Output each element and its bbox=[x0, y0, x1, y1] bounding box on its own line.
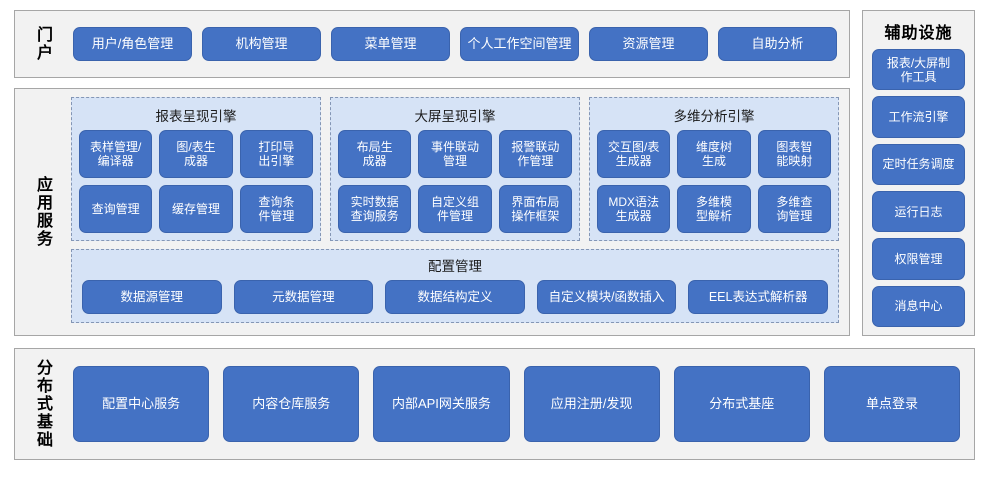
engine-item-chart-smart-mapping[interactable]: 图表智 能映射 bbox=[757, 130, 831, 178]
base-item-app-registration-discovery[interactable]: 应用注册/发现 bbox=[523, 366, 660, 442]
aux-item-scheduled-task-scheduling[interactable]: 定时任务调度 bbox=[872, 143, 965, 185]
base-item-single-sign-on[interactable]: 单点登录 bbox=[823, 366, 961, 442]
engine-item-custom-component-management[interactable]: 自定义组 件管理 bbox=[418, 185, 492, 233]
engine-item-cache-management[interactable]: 缓存管理 bbox=[159, 185, 233, 233]
engines-row: 报表呈现引擎 表样管理/ 编译器 图/表生 成器 打印导 出引擎 查询管理 缓存… bbox=[71, 97, 839, 241]
aux-item-workflow-engine[interactable]: 工作流引擎 bbox=[872, 96, 965, 138]
aux-item-message-center[interactable]: 消息中心 bbox=[872, 285, 965, 327]
portal-item-user-role-management[interactable]: 用户/角色管理 bbox=[73, 27, 192, 61]
engine-item-alarm-linkage-action-management[interactable]: 报警联动 作管理 bbox=[498, 130, 572, 178]
portal-label-text: 门户 bbox=[33, 26, 51, 62]
distributed-base-section: 分布式基础 配置中心服务 内容仓库服务 内部API网关服务 应用注册/发现 分布… bbox=[14, 348, 975, 460]
config-item-data-structure-definition[interactable]: 数据结构定义 bbox=[385, 280, 525, 314]
portal-item-personal-workspace-management[interactable]: 个人工作空间管理 bbox=[460, 27, 579, 61]
portal-items-row: 用户/角色管理 机构管理 菜单管理 个人工作空间管理 资源管理 自助分析 bbox=[69, 11, 849, 77]
distributed-base-section-label: 分布式基础 bbox=[15, 349, 69, 459]
application-services-body: 报表呈现引擎 表样管理/ 编译器 图/表生 成器 打印导 出引擎 查询管理 缓存… bbox=[69, 89, 849, 335]
multidimensional-analysis-engine-panel: 多维分析引擎 交互图/表 生成器 维度树 生成 图表智 能映射 MDX语法 生成… bbox=[589, 97, 839, 241]
portal-section: 门户 用户/角色管理 机构管理 菜单管理 个人工作空间管理 资源管理 自助分析 bbox=[14, 10, 850, 78]
large-screen-rendering-engine-panel: 大屏呈现引擎 布局生 成器 事件联动 管理 报警联动 作管理 实时数据 查询服务… bbox=[330, 97, 580, 241]
aux-item-report-large-screen-authoring-tool[interactable]: 报表/大屏制 作工具 bbox=[872, 49, 965, 91]
engine-item-interactive-chart-table-generator[interactable]: 交互图/表 生成器 bbox=[597, 130, 671, 178]
multidimensional-analysis-engine-title: 多维分析引擎 bbox=[673, 109, 755, 124]
base-item-content-repository-service[interactable]: 内容仓库服务 bbox=[223, 366, 360, 442]
engine-item-query-management[interactable]: 查询管理 bbox=[79, 185, 153, 233]
config-item-datasource-management[interactable]: 数据源管理 bbox=[82, 280, 222, 314]
report-rendering-engine-panel: 报表呈现引擎 表样管理/ 编译器 图/表生 成器 打印导 出引擎 查询管理 缓存… bbox=[71, 97, 321, 241]
engine-item-chart-table-generator[interactable]: 图/表生 成器 bbox=[159, 130, 233, 178]
engine-item-dimension-tree-generation[interactable]: 维度树 生成 bbox=[677, 130, 751, 178]
report-rendering-engine-title: 报表呈现引擎 bbox=[155, 109, 237, 124]
aux-item-runtime-log[interactable]: 运行日志 bbox=[872, 190, 965, 233]
large-screen-rendering-engine-title: 大屏呈现引擎 bbox=[414, 109, 496, 124]
engine-item-report-template-compiler[interactable]: 表样管理/ 编译器 bbox=[79, 130, 153, 178]
portal-item-resource-management[interactable]: 资源管理 bbox=[589, 27, 708, 61]
engine-item-mdx-syntax-generator[interactable]: MDX语法 生成器 bbox=[597, 185, 671, 233]
multidimensional-analysis-engine-grid: 交互图/表 生成器 维度树 生成 图表智 能映射 MDX语法 生成器 多维模 型… bbox=[597, 130, 831, 233]
configuration-management-title: 配置管理 bbox=[428, 259, 482, 274]
configuration-management-panel: 配置管理 数据源管理 元数据管理 数据结构定义 自定义模块/函数插入 EEL表达… bbox=[71, 249, 839, 323]
application-services-section-label: 应用服务 bbox=[15, 89, 69, 335]
engine-item-realtime-data-query-service[interactable]: 实时数据 查询服务 bbox=[338, 185, 412, 233]
config-item-custom-module-function-insertion[interactable]: 自定义模块/函数插入 bbox=[536, 280, 677, 314]
portal-section-label: 门户 bbox=[15, 11, 69, 77]
application-services-label-text: 应用服务 bbox=[33, 176, 51, 248]
distributed-base-label-text: 分布式基础 bbox=[33, 359, 51, 449]
base-item-internal-api-gateway-service[interactable]: 内部API网关服务 bbox=[373, 366, 510, 442]
application-services-section: 应用服务 报表呈现引擎 表样管理/ 编译器 图/表生 成器 打印导 出引擎 查询… bbox=[14, 88, 850, 336]
base-item-config-center-service[interactable]: 配置中心服务 bbox=[73, 366, 210, 442]
config-item-metadata-management[interactable]: 元数据管理 bbox=[233, 280, 374, 314]
auxiliary-facilities-section: 辅助设施 报表/大屏制 作工具 工作流引擎 定时任务调度 运行日志 权限管理 消… bbox=[862, 10, 975, 336]
engine-item-print-export-engine[interactable]: 打印导 出引擎 bbox=[239, 130, 313, 178]
auxiliary-facilities-items: 报表/大屏制 作工具 工作流引擎 定时任务调度 运行日志 权限管理 消息中心 bbox=[872, 49, 965, 327]
portal-item-org-management[interactable]: 机构管理 bbox=[202, 27, 321, 61]
report-rendering-engine-grid: 表样管理/ 编译器 图/表生 成器 打印导 出引擎 查询管理 缓存管理 查询条 … bbox=[79, 130, 313, 233]
auxiliary-facilities-title: 辅助设施 bbox=[884, 25, 953, 42]
config-item-eel-expression-parser[interactable]: EEL表达式解析器 bbox=[688, 280, 828, 314]
base-item-distributed-foundation[interactable]: 分布式基座 bbox=[673, 366, 810, 442]
engine-item-query-condition-management[interactable]: 查询条 件管理 bbox=[239, 185, 313, 233]
portal-item-self-service-analysis[interactable]: 自助分析 bbox=[718, 27, 837, 61]
engine-item-multidimensional-model-parsing[interactable]: 多维模 型解析 bbox=[677, 185, 751, 233]
engine-item-multidimensional-query-management[interactable]: 多维查 询管理 bbox=[757, 185, 831, 233]
configuration-management-items-row: 数据源管理 元数据管理 数据结构定义 自定义模块/函数插入 EEL表达式解析器 bbox=[82, 280, 828, 314]
engine-item-event-linkage-management[interactable]: 事件联动 管理 bbox=[418, 130, 492, 178]
distributed-base-items-row: 配置中心服务 内容仓库服务 内部API网关服务 应用注册/发现 分布式基座 单点… bbox=[69, 349, 974, 459]
engine-item-layout-generator[interactable]: 布局生 成器 bbox=[338, 130, 412, 178]
engine-item-ui-layout-operation-framework[interactable]: 界面布局 操作框架 bbox=[498, 185, 572, 233]
portal-item-menu-management[interactable]: 菜单管理 bbox=[331, 27, 450, 61]
large-screen-rendering-engine-grid: 布局生 成器 事件联动 管理 报警联动 作管理 实时数据 查询服务 自定义组 件… bbox=[338, 130, 572, 233]
aux-item-permission-management[interactable]: 权限管理 bbox=[872, 238, 965, 280]
